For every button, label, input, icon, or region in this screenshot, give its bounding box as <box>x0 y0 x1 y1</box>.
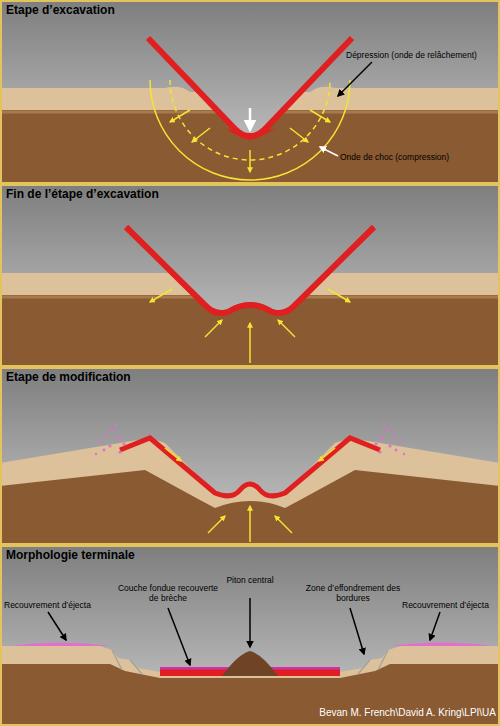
ejecta-particle <box>378 450 381 453</box>
flow-arrow <box>319 448 335 461</box>
flow-arrow <box>290 128 308 142</box>
flow-arrow <box>278 320 295 337</box>
leader-line <box>48 612 66 640</box>
sand-layer <box>0 646 500 726</box>
flow-arrow <box>249 506 251 542</box>
ejecta-particle <box>118 450 121 453</box>
ejecta-spray <box>95 424 405 455</box>
shock-wave <box>150 80 350 180</box>
leader-line <box>249 598 251 647</box>
leader-line <box>168 608 190 665</box>
wave-callout: Dépression (onde de relâchement) <box>346 50 498 60</box>
ejecta-particle <box>374 442 377 445</box>
sand-layer <box>0 438 500 544</box>
melt-lining <box>148 38 352 137</box>
stage-title: Morphologie terminale <box>6 548 135 562</box>
ejecta-particle <box>380 436 384 440</box>
sky <box>0 0 500 183</box>
wave-callout: Onde de choc (compression) <box>340 152 480 162</box>
ejecta-particle <box>122 442 125 445</box>
stage-panel: Fin de l’étape d’excavation <box>0 184 500 367</box>
rock-layer <box>0 470 500 544</box>
feature-callout: Zone d’effondrement des bordures <box>292 583 414 603</box>
final-morphology-panel-art <box>0 546 500 726</box>
ejecta-particle <box>395 449 398 452</box>
flow-arrow <box>275 516 292 533</box>
excavation-panel-art <box>0 0 500 183</box>
stage-panel: Etape de modification <box>0 367 500 545</box>
flow-arrow <box>192 128 210 142</box>
ejecta-particle <box>105 435 108 438</box>
stage-title: Etape de modification <box>6 370 131 384</box>
flow-arrow <box>328 289 350 302</box>
stage-title: Etape d’excavation <box>6 3 115 17</box>
ejecta-particle <box>103 449 106 452</box>
ejecta-particle <box>399 441 402 444</box>
sky <box>0 185 500 366</box>
leader-line <box>350 608 364 654</box>
leader-line <box>320 147 338 156</box>
impact-arrow <box>249 108 252 130</box>
flow-arrow <box>249 323 251 363</box>
flow-arrow <box>205 320 222 337</box>
ejecta-particle <box>99 441 102 444</box>
modification-panel-art <box>0 368 500 544</box>
flow-arrow <box>208 516 225 533</box>
feature-callout: Recouvrement d’éjecta <box>4 600 114 610</box>
melt-lining <box>126 227 374 313</box>
flow-arrow <box>150 289 172 302</box>
feature-callout: Couche fondue recouverte de brèche <box>113 583 223 603</box>
ejecta-particle <box>403 453 405 455</box>
leader-line <box>430 612 440 640</box>
flow-arrow <box>170 110 190 122</box>
ejecta-blanket <box>390 643 492 647</box>
central-peak <box>222 651 278 676</box>
sky <box>0 368 500 544</box>
melt-lining <box>120 438 380 496</box>
leader-line <box>338 62 372 96</box>
ejecta-blanket <box>10 643 110 647</box>
credit-line: Bevan M. French\David A. Kring\LPI\UA <box>300 708 496 718</box>
ejecta-particle <box>95 453 97 455</box>
flow-arrow <box>165 448 181 461</box>
flow-arrow <box>249 150 251 172</box>
feature-callout: Piton central <box>226 575 274 585</box>
stage-title: Fin de l’étape d’excavation <box>6 187 159 201</box>
ejecta-particle <box>386 428 389 431</box>
ejecta-particle <box>389 445 392 448</box>
sky <box>0 546 500 726</box>
rarefaction-wave <box>170 80 330 160</box>
ejecta-particle <box>393 435 396 438</box>
ejecta-particle <box>383 424 385 426</box>
stage-panel: Morphologie terminale <box>0 545 500 726</box>
ejecta-particle <box>109 445 112 448</box>
ejecta-particle <box>116 436 120 440</box>
end-excavation-panel-art <box>0 185 500 366</box>
feature-callout: Recouvrement d’éjecta <box>402 600 498 610</box>
ejecta-particle <box>115 424 117 426</box>
ejecta-particle <box>110 428 113 431</box>
flow-arrow <box>310 110 330 122</box>
